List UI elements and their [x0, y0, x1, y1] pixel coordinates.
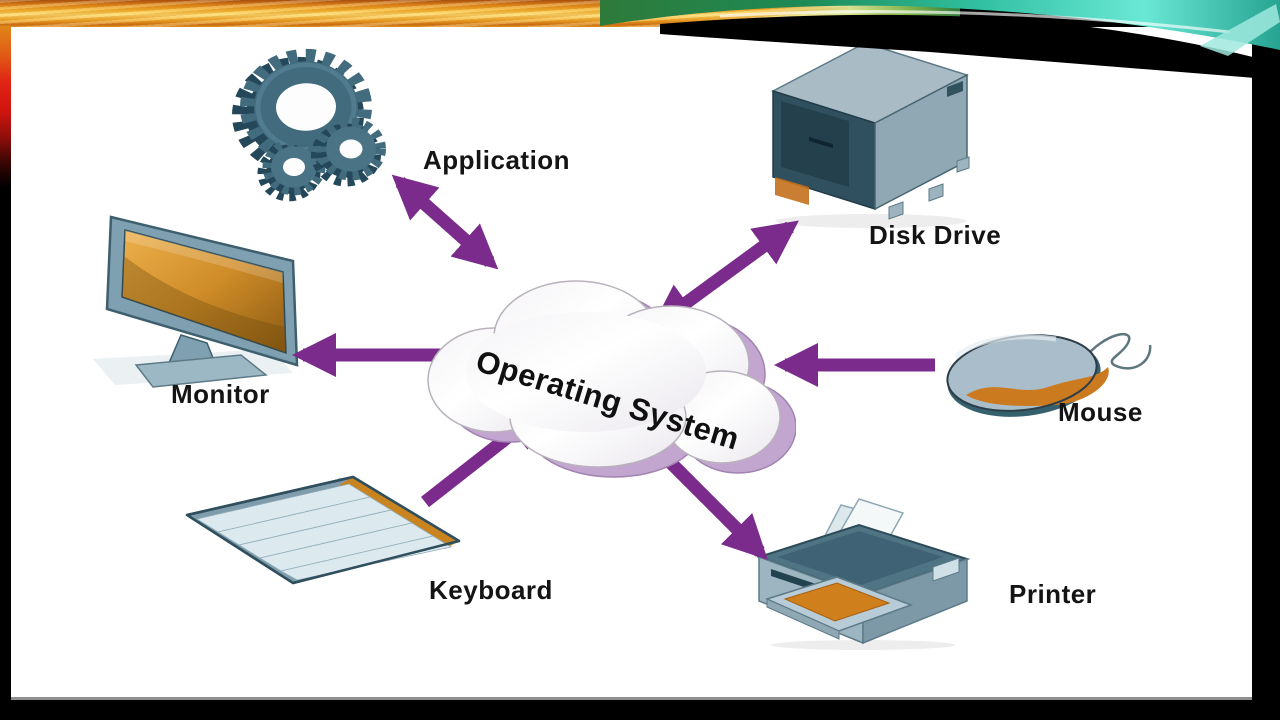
arrow-os-to-printer — [662, 454, 768, 560]
keyboard-label: Keyboard — [429, 575, 553, 605]
printer-label: Printer — [1009, 579, 1097, 609]
arrow-layer — [291, 174, 935, 560]
mouse-label: Mouse — [1058, 397, 1143, 427]
mouse-icon — [946, 332, 1152, 417]
gears-icon — [232, 48, 386, 202]
monitor-icon — [93, 215, 299, 388]
arrow-application-bidirectional — [391, 174, 499, 270]
keyboard-icon — [185, 475, 461, 585]
left-ribbon-strip — [0, 27, 11, 697]
printer-icon — [755, 498, 971, 650]
slide-canvas: Operating System — [11, 27, 1252, 700]
application-label: Application — [423, 145, 571, 175]
operating-system-cloud: Operating System — [427, 280, 796, 478]
disk-drive-icon — [771, 42, 970, 228]
monitor-label: Monitor — [171, 379, 270, 409]
top-ribbon-teal-swoosh — [600, 0, 1280, 80]
cloud-face — [427, 280, 781, 468]
disk-drive-label: Disk Drive — [869, 220, 1002, 250]
